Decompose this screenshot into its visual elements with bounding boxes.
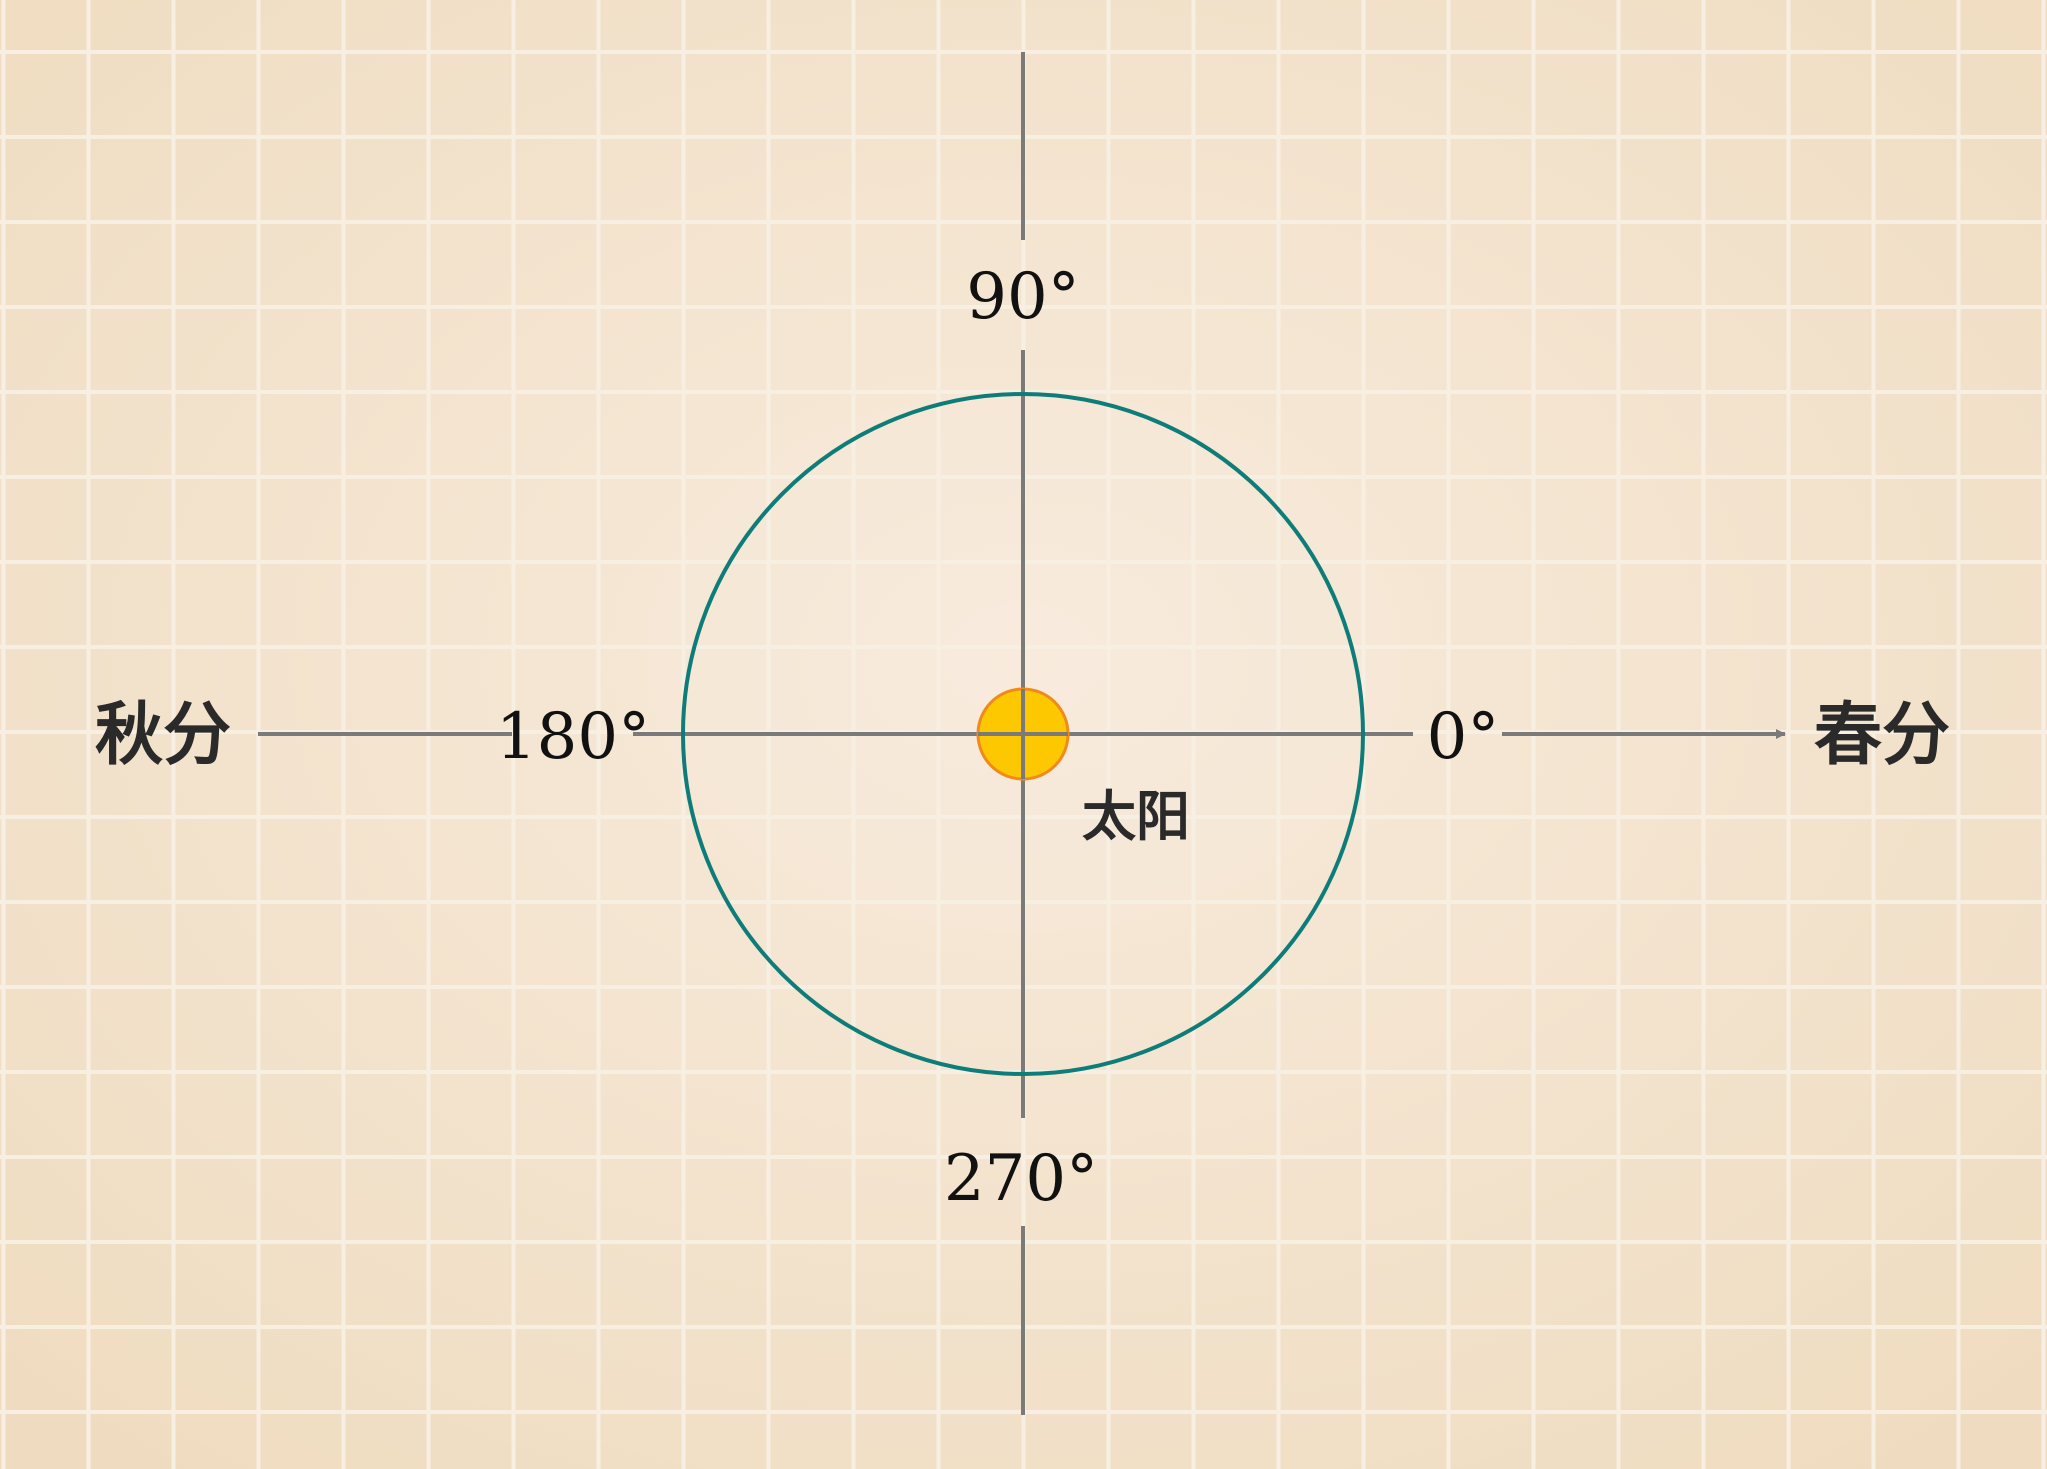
label-180-degrees: 180° — [496, 700, 650, 774]
label-90-degrees: 90° — [966, 260, 1079, 334]
label-sun: 太阳 — [1082, 784, 1190, 848]
orbit-circle — [681, 392, 1365, 1076]
label-0-degrees: 0° — [1427, 700, 1500, 774]
label-autumn-equinox: 秋分 — [95, 695, 231, 775]
label-spring-equinox: 春分 — [1814, 695, 1950, 775]
label-270-degrees: 270° — [944, 1142, 1098, 1216]
